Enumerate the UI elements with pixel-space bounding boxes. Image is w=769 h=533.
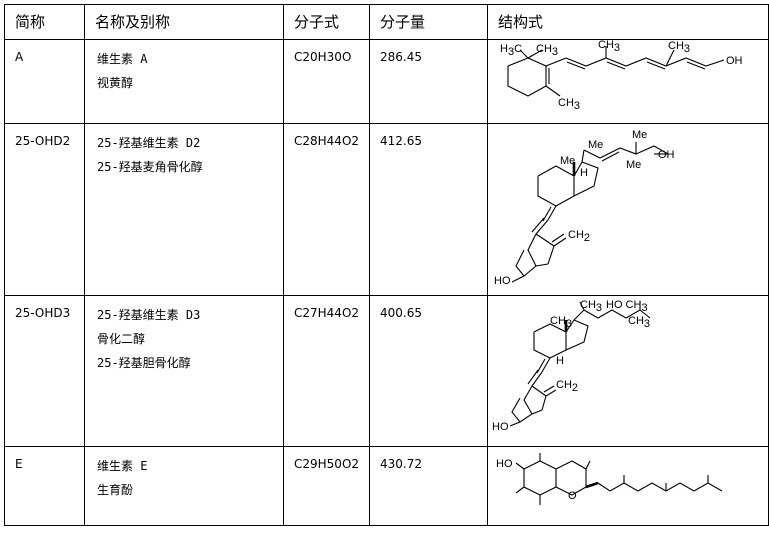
oh-label: OH xyxy=(658,149,675,161)
header-formula: 分子式 xyxy=(283,4,370,40)
name-line: 视黄醇 xyxy=(97,76,134,90)
svg-text:CH3: CH3 xyxy=(536,43,558,58)
ohd2-structure: Me Me Me OH Me H CH2 HO xyxy=(494,129,675,287)
svg-text:CH3: CH3 xyxy=(580,299,602,314)
formula-cell: C27H44O2 xyxy=(283,295,370,447)
name-line: 25-羟基维生素 D3 xyxy=(97,308,201,322)
retinol-structure: H3C CH3 CH3 CH3 CH3 OH xyxy=(500,40,743,112)
ho-label: HO xyxy=(496,458,513,470)
oh-label: OH xyxy=(726,55,743,67)
formula-cell: C28H44O2 xyxy=(283,123,370,296)
abbr-cell: A xyxy=(4,39,85,124)
methyl-label: Me xyxy=(588,139,603,151)
name-line: 骨化二醇 xyxy=(97,332,146,346)
ch3-label: CH xyxy=(550,315,566,327)
structure-cell: H3C CH3 CH3 CH3 CH3 OH xyxy=(487,39,769,124)
structure-cell: CH3 CH3 HO CH3 CH3 H CH2 HO xyxy=(487,295,769,447)
h-label: H xyxy=(556,355,564,367)
ch3-label: CH xyxy=(598,40,614,51)
methyl-label: Me xyxy=(626,159,641,171)
header-mass: 分子量 xyxy=(369,4,488,40)
ho-label: HO xyxy=(492,421,509,433)
name-line: 维生素 A xyxy=(97,52,148,66)
mass-cell: 430.72 xyxy=(369,446,488,526)
svg-text:CH2: CH2 xyxy=(568,229,590,244)
table-row: 25-OHD2 25-羟基维生素 D2 25-羟基麦角骨化醇 C28H44O2 … xyxy=(4,123,769,296)
ch3-label: CH xyxy=(558,97,574,109)
h3c-label: H xyxy=(500,43,508,55)
ch2-label: CH xyxy=(556,379,572,391)
ohd3-structure: CH3 CH3 HO CH3 CH3 H CH2 HO xyxy=(492,299,651,433)
names-cell: 25-羟基维生素 D3 骨化二醇 25-羟基胆骨化醇 xyxy=(84,295,284,447)
svg-text:H3C: H3C xyxy=(500,43,522,58)
vitamin-table: 简称 名称及别称 分子式 分子量 结构式 A 维生素 A 视黄醇 C20H30O… xyxy=(4,4,769,526)
ho-ch3-label: HO CH xyxy=(606,299,642,311)
abbr-cell: E xyxy=(4,446,85,526)
name-line: 25-羟基麦角骨化醇 xyxy=(97,160,203,174)
tocopherol-structure: HO O xyxy=(496,453,723,505)
ch3-label: CH xyxy=(580,299,596,311)
structure-cell: Me Me Me OH Me H CH2 HO xyxy=(487,123,769,296)
ring-o-label: O xyxy=(568,490,577,502)
name-line: 生育酚 xyxy=(97,483,134,497)
abbr-cell: 25-OHD3 xyxy=(4,295,85,447)
ch3-label: CH xyxy=(628,315,644,327)
name-line: 25-羟基维生素 D2 xyxy=(97,136,201,150)
name-line: 维生素 E xyxy=(97,459,148,473)
ch3-label: CH xyxy=(536,43,552,55)
header-name: 名称及别称 xyxy=(84,4,284,40)
mass-cell: 412.65 xyxy=(369,123,488,296)
h-label: H xyxy=(580,167,588,179)
mass-cell: 400.65 xyxy=(369,295,488,447)
mass-cell: 286.45 xyxy=(369,39,488,124)
svg-text:CH3: CH3 xyxy=(550,315,572,330)
structure-cell: HO O xyxy=(487,446,769,526)
svg-text:CH3: CH3 xyxy=(668,40,690,55)
names-cell: 维生素 A 视黄醇 xyxy=(84,39,284,124)
svg-text:CH3: CH3 xyxy=(598,40,620,54)
names-cell: 25-羟基维生素 D2 25-羟基麦角骨化醇 xyxy=(84,123,284,296)
formula-cell: C20H30O xyxy=(283,39,370,124)
svg-text:CH3: CH3 xyxy=(628,315,650,330)
methyl-label: Me xyxy=(632,129,647,141)
name-line: 25-羟基胆骨化醇 xyxy=(97,356,191,370)
ho-label: HO xyxy=(494,275,511,287)
methyl-label: Me xyxy=(560,155,575,167)
svg-text:CH3: CH3 xyxy=(558,97,580,112)
svg-text:CH2: CH2 xyxy=(556,379,578,394)
header-row: 简称 名称及别称 分子式 分子量 结构式 xyxy=(4,4,769,40)
formula-cell: C29H50O2 xyxy=(283,446,370,526)
ch3-label: CH xyxy=(668,40,684,52)
header-abbr: 简称 xyxy=(4,4,85,40)
svg-text:HO CH3: HO CH3 xyxy=(606,299,648,314)
table-row: E 维生素 E 生育酚 C29H50O2 430.72 HO O xyxy=(4,446,769,526)
ch2-label: CH xyxy=(568,229,584,241)
names-cell: 维生素 E 生育酚 xyxy=(84,446,284,526)
table-row: A 维生素 A 视黄醇 C20H30O 286.45 H3C xyxy=(4,39,769,124)
table-row: 25-OHD3 25-羟基维生素 D3 骨化二醇 25-羟基胆骨化醇 C27H4… xyxy=(4,295,769,447)
header-structure: 结构式 xyxy=(487,4,769,40)
abbr-cell: 25-OHD2 xyxy=(4,123,85,296)
